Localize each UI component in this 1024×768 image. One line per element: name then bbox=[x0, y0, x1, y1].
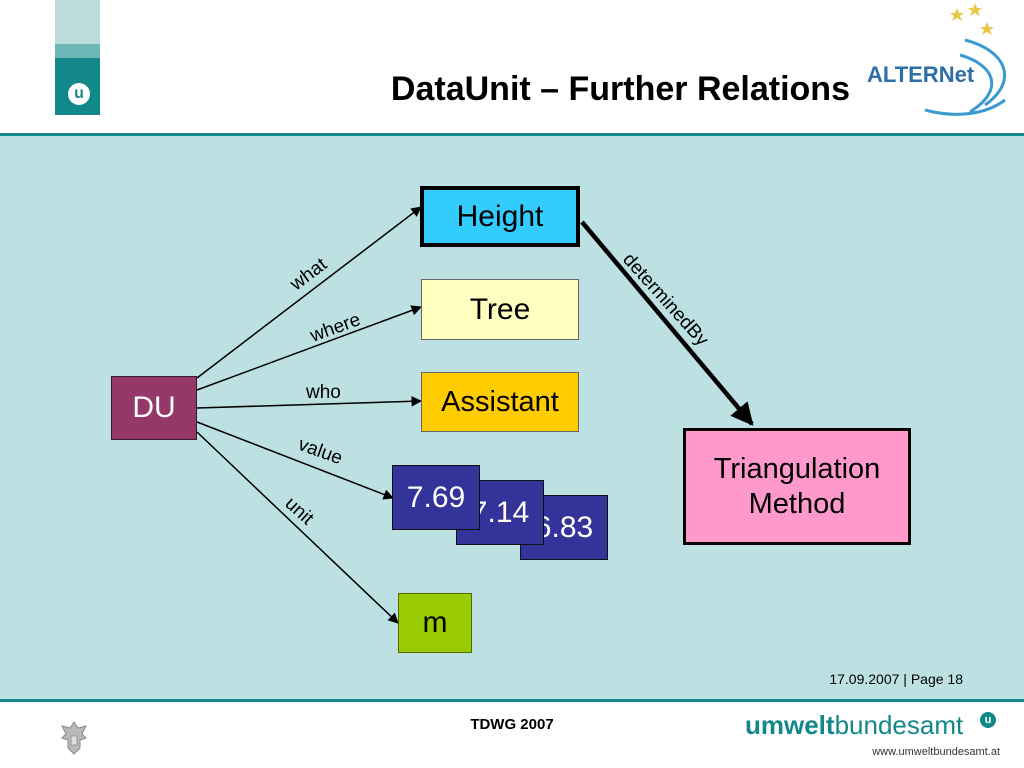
edge-value bbox=[196, 421, 394, 500]
umweltbundesamt-u-logo: u bbox=[68, 83, 90, 105]
logo-word-umwelt: umwelt bbox=[745, 710, 835, 740]
node-height: Height bbox=[420, 186, 580, 247]
node-value-2: 7.14 bbox=[480, 480, 544, 545]
node-triangulation-line2: Method bbox=[748, 487, 846, 520]
umweltbundesamt-logo: umweltbundesamt bbox=[745, 710, 1000, 742]
header-divider bbox=[0, 133, 1024, 136]
alternet-logo: ALTERNet bbox=[867, 3, 1007, 116]
node-triangulation-line1: Triangulation bbox=[713, 452, 881, 485]
node-value-3: 6.83 bbox=[544, 495, 608, 560]
node-value-3-visible: 6.83 bbox=[544, 495, 608, 560]
slide-title: DataUnit – Further Relations bbox=[390, 70, 850, 108]
edge-unit bbox=[196, 431, 399, 624]
edge-where bbox=[196, 305, 422, 391]
node-tree: Tree bbox=[421, 279, 579, 340]
slide-footer bbox=[0, 702, 1024, 768]
edge-label-unit: unit bbox=[281, 493, 318, 530]
edge-who bbox=[196, 396, 423, 409]
node-triangulation-method: Triangulation Method bbox=[683, 428, 911, 545]
footer-divider bbox=[0, 699, 1024, 702]
page-info: 17.09.2007 | Page 18 bbox=[829, 671, 963, 687]
edge-label-determined-by: determinedBy bbox=[618, 249, 712, 351]
alternet-wordmark: ALTERNet bbox=[867, 62, 975, 87]
header-stripe-mid bbox=[55, 44, 100, 58]
edge-what bbox=[196, 206, 422, 379]
umweltbundesamt-u-badge: u bbox=[980, 712, 996, 728]
node-unit-m: m bbox=[398, 593, 472, 653]
edge-label-what: what bbox=[286, 254, 332, 296]
node-du: DU bbox=[111, 376, 197, 440]
logo-word-bundesamt: bundesamt bbox=[834, 710, 964, 740]
edge-label-where: where bbox=[307, 309, 364, 347]
edge-label-who: who bbox=[305, 382, 341, 403]
umweltbundesamt-url: www.umweltbundesamt.at bbox=[872, 746, 1000, 758]
header-stripe-light bbox=[55, 0, 100, 44]
alternet-star-icons bbox=[950, 3, 994, 35]
edge-determined-by bbox=[580, 220, 754, 426]
austrian-eagle-crest-icon bbox=[61, 721, 87, 755]
node-value-2-visible: 7.14 bbox=[480, 480, 544, 545]
alternet-swoosh-icon bbox=[924, 38, 1007, 116]
edge-label-value: value bbox=[295, 434, 345, 469]
slide-header bbox=[0, 0, 1024, 134]
node-assistant: Assistant bbox=[421, 372, 579, 432]
node-value-1: 7.69 bbox=[392, 465, 480, 530]
footer-center-text: TDWG 2007 bbox=[470, 716, 554, 733]
